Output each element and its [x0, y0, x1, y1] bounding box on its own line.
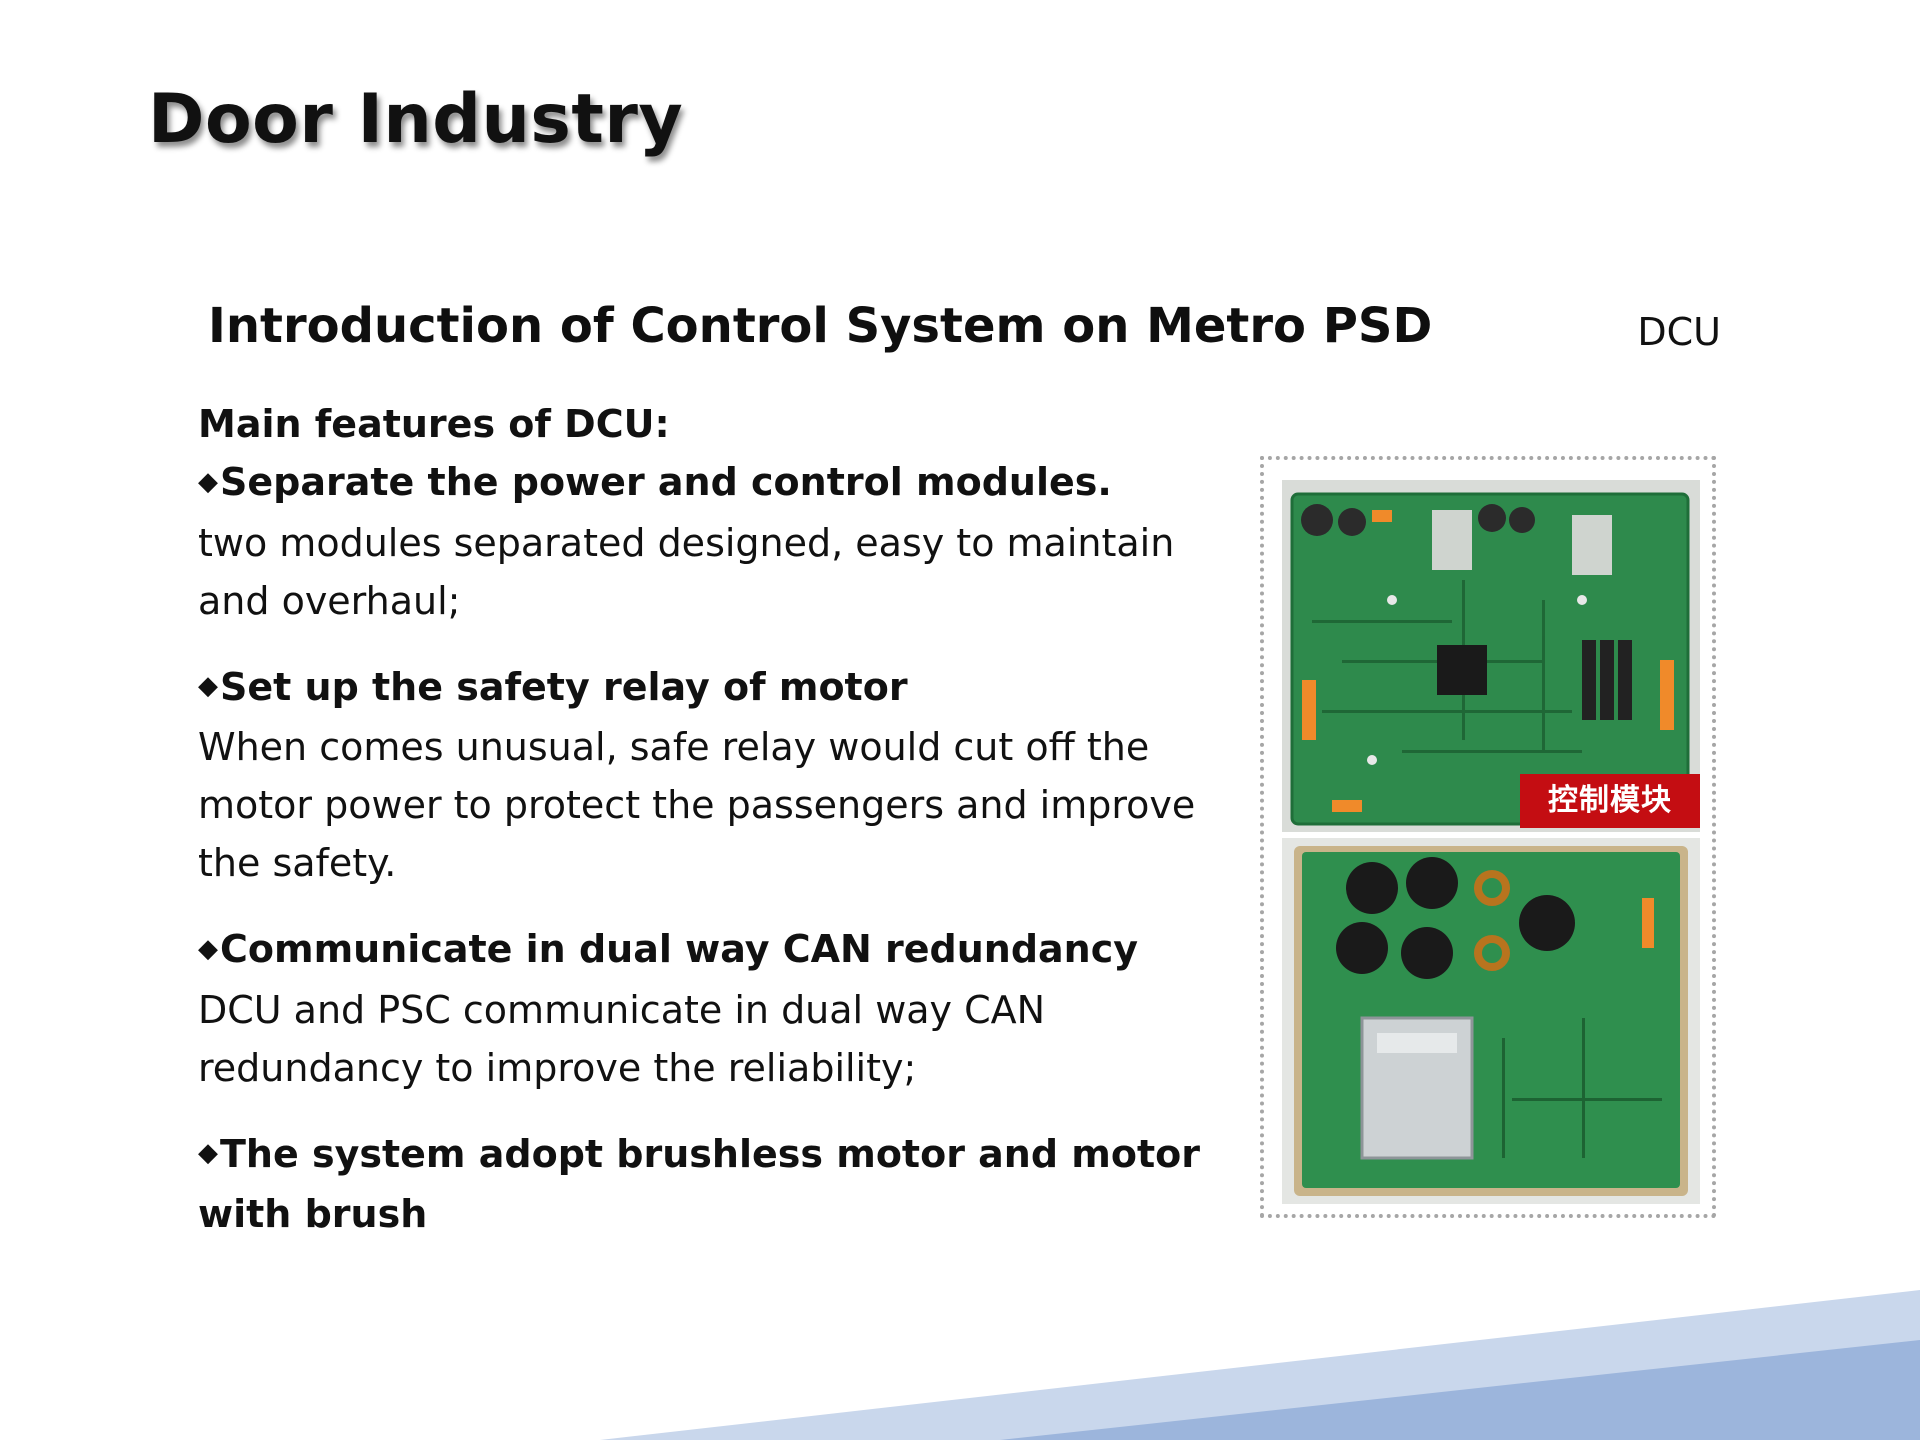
diamond-bullet-icon: ◆ — [198, 466, 218, 497]
diamond-bullet-icon: ◆ — [198, 671, 218, 701]
control-module-photo: 控制模块 — [1282, 480, 1700, 832]
slide-title: Door Industry — [148, 80, 684, 159]
feature-description: DCU and PSC communicate in dual way CAN … — [198, 987, 1046, 1090]
feature-item: ◆Separate the power and control modules.… — [198, 453, 1248, 630]
feature-title: Separate the power and control modules. — [220, 460, 1112, 504]
power-board-illustration — [1282, 838, 1700, 1204]
diamond-bullet-icon: ◆ — [198, 1138, 218, 1168]
feature-title: Communicate in dual way CAN redundancy — [220, 927, 1139, 971]
section-tag: DCU — [1637, 310, 1721, 354]
control-board-illustration — [1282, 480, 1700, 832]
feature-description: When comes unusual, safe relay would cut… — [198, 725, 1196, 885]
feature-item: ◆The system adopt brushless motor and mo… — [198, 1125, 1248, 1244]
feature-item: ◆Set up the safety relay of motor When c… — [198, 658, 1248, 893]
dcu-image-frame: 控制模块 — [1260, 456, 1716, 1218]
decorative-wave — [600, 1290, 1920, 1440]
power-module-photo — [1282, 838, 1700, 1204]
feature-title: Set up the safety relay of motor — [220, 664, 908, 709]
feature-description: two modules separated designed, easy to … — [198, 520, 1175, 623]
slide-subtitle: Introduction of Control System on Metro … — [208, 298, 1433, 354]
diamond-bullet-icon: ◆ — [198, 933, 218, 964]
control-module-label: 控制模块 — [1520, 774, 1700, 828]
feature-item: ◆Communicate in dual way CAN redundancy … — [198, 920, 1248, 1097]
features-heading: Main features of DCU: — [198, 402, 670, 446]
feature-title: The system adopt brushless motor and mot… — [198, 1131, 1201, 1237]
features-content: Main features of DCU: ◆Separate the powe… — [198, 395, 1248, 1271]
